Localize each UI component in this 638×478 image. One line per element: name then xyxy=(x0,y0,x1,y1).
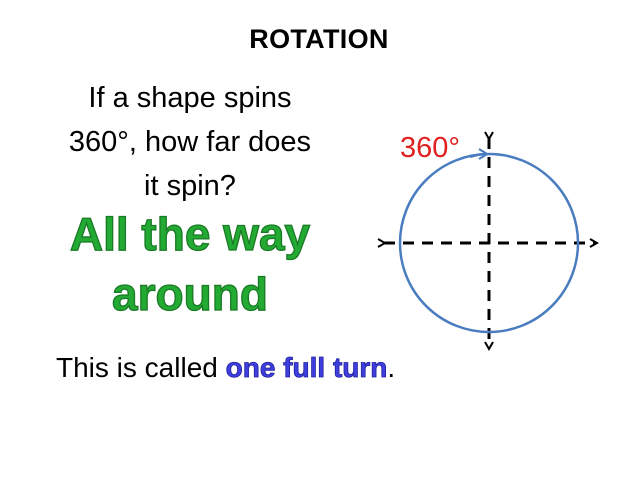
question-line-2: 360°, how far does xyxy=(68,126,312,158)
angle-label: 360° xyxy=(400,132,460,164)
summary-suffix: . xyxy=(387,352,396,383)
summary-sentence: This is called one full turn. xyxy=(56,352,395,384)
answer-line-1: All the way xyxy=(69,207,311,260)
question-line-1: If a shape spins xyxy=(88,82,292,114)
question-line-3: it spin? xyxy=(144,170,236,202)
summary-highlight: one full turn xyxy=(225,352,388,384)
question-text: If a shape spins 360°, how far does it s… xyxy=(40,76,340,208)
summary-prefix: This is called xyxy=(56,352,226,383)
answer-line-2: around xyxy=(111,267,268,320)
rotation-arrow-icon xyxy=(469,148,490,160)
slide-title: ROTATION xyxy=(249,24,389,54)
answer-text: All the way around xyxy=(40,204,340,324)
